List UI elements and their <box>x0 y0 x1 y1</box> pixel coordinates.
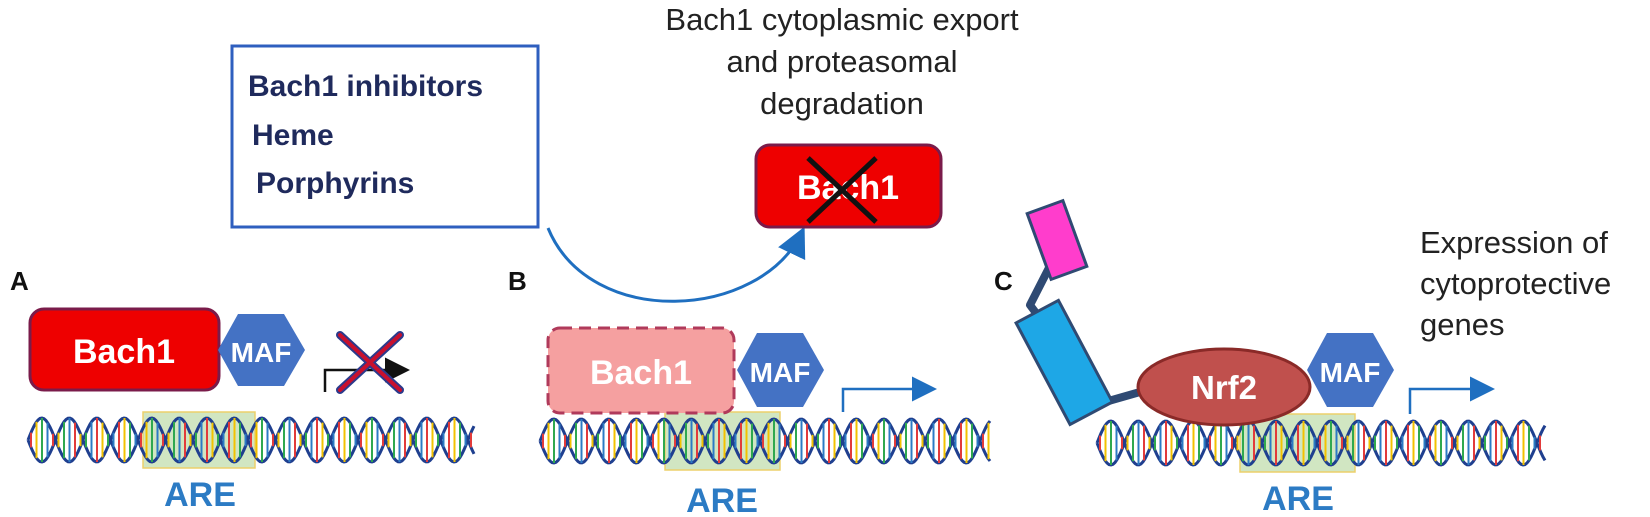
maf-label-b: MAF <box>750 357 811 388</box>
panel-a: A ARE Bach1 MAF <box>10 266 476 514</box>
dna-base-pairs-b <box>542 419 990 463</box>
keap1-magenta-block <box>1025 198 1089 282</box>
maf-hexagon-b <box>737 333 824 407</box>
nrf2-ellipse <box>1136 347 1312 427</box>
degraded-bach1: Bach1 <box>754 143 943 229</box>
transcription-arrow-b <box>841 376 937 412</box>
dna-helix-c <box>1095 413 1547 473</box>
export-caption-line-3: degradation <box>760 86 924 121</box>
dna-base-pairs-c <box>1099 421 1541 465</box>
export-arrow <box>546 226 806 303</box>
panel-b: B ARE Bach1 MAF <box>508 266 992 517</box>
expression-caption-line-2: cytoprotective <box>1420 266 1611 301</box>
nrf2-label: Nrf2 <box>1191 369 1257 406</box>
inhibitors-box: Bach1 inhibitors Heme Porphyrins <box>230 44 540 229</box>
dna-helix-b <box>538 411 992 471</box>
inhibitors-title: Bach1 inhibitors <box>248 70 483 103</box>
expression-caption-line-3: genes <box>1420 307 1504 342</box>
maf-label-c: MAF <box>1320 357 1381 388</box>
bach1-box-b <box>546 326 736 415</box>
panel-c-label: C <box>994 266 1013 296</box>
bach1-label-b: Bach1 <box>590 354 692 392</box>
degraded-bach1-label: Bach1 <box>797 169 899 207</box>
are-label-b: ARE <box>686 482 758 517</box>
panel-c: C ARE Nrf2 MAF Expression of cytoprotect… <box>994 198 1611 517</box>
bach1-label-a: Bach1 <box>73 333 175 371</box>
maf-label-a: MAF <box>231 337 292 368</box>
export-caption-line-1: Bach1 cytoplasmic export <box>665 2 1019 37</box>
maf-hexagon-a <box>218 314 305 386</box>
are-label-c: ARE <box>1262 480 1334 517</box>
are-label-a: ARE <box>164 476 236 514</box>
cross-icon <box>336 331 404 394</box>
expression-caption-line-1: Expression of <box>1420 225 1608 260</box>
dna-helix-a <box>26 411 476 469</box>
transcription-arrow-c <box>1408 376 1495 414</box>
expression-caption: Expression of cytoprotective genes <box>1420 225 1611 342</box>
degradation-cross-2 <box>806 156 878 224</box>
maf-hexagon-c <box>1307 333 1394 407</box>
export-caption-line-2: and proteasomal <box>727 44 958 79</box>
dna-base-pairs-a <box>30 418 472 462</box>
export-caption: Bach1 cytoplasmic export and proteasomal… <box>665 2 1019 121</box>
inhibitor-item-heme: Heme <box>252 119 334 152</box>
panel-b-label: B <box>508 266 527 296</box>
inhibitors-box-border <box>230 44 540 229</box>
inhibitor-item-porphyrins: Porphyrins <box>256 167 414 200</box>
keap1-cyan-block <box>1014 298 1115 427</box>
panel-a-label: A <box>10 266 29 296</box>
are-highlight-a <box>142 411 256 469</box>
